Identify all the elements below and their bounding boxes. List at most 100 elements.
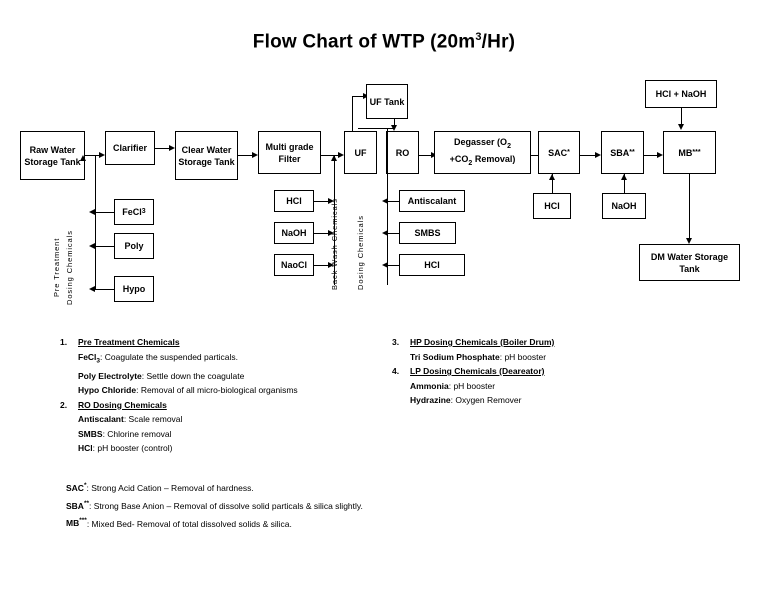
page-title-superscript: 3 xyxy=(475,31,482,43)
arrowhead-antiscalant xyxy=(382,197,388,204)
box-degasser[interactable]: Degasser (O2 +CO2 Removal) xyxy=(434,131,531,174)
pretreatment-trunk-top xyxy=(85,155,95,156)
legend-description: : pH booster xyxy=(499,351,547,362)
box-clear-water-storage-tank[interactable]: Clear Water Storage Tank xyxy=(175,131,238,180)
pre-treatment-label-line1: Pre Treatment xyxy=(52,237,61,297)
box-mb[interactable]: MB*** xyxy=(663,131,716,174)
footnote-superscript: ** xyxy=(83,499,90,507)
legend-description: : Coagulate the suspended particals. xyxy=(100,351,239,362)
box-uf-tank[interactable]: UF Tank xyxy=(366,84,408,119)
legend-item-title: Pre Treatment Chemicals xyxy=(78,337,180,347)
box-antiscalant[interactable]: Antiscalant xyxy=(399,190,465,212)
box-ro[interactable]: RO xyxy=(386,131,419,174)
mb-superscript: *** xyxy=(692,148,701,156)
legend-description: : pH booster (control) xyxy=(92,443,173,454)
connector-uftank-down xyxy=(394,119,395,128)
arrowhead-poly xyxy=(89,242,95,249)
box-clarifier[interactable]: Clarifier xyxy=(105,131,155,165)
legend-term: Antiscalant xyxy=(78,414,124,425)
legend-term: HCl xyxy=(78,443,93,454)
arrowhead-sac-hcl xyxy=(548,174,555,180)
legend-item-number: 3. xyxy=(392,337,400,347)
mb-label: MB xyxy=(678,147,693,158)
arrowhead-backwash-into-main xyxy=(330,155,337,161)
connector-sba-naoh xyxy=(624,174,625,193)
box-multi-grade-filter[interactable]: Multi grade Filter xyxy=(258,131,321,174)
arrowhead-backwash-naoh xyxy=(328,229,334,236)
legend-line: FeCl3: Coagulate the suspended particals… xyxy=(78,350,388,369)
degasser-line-2: +CO2 Removal) xyxy=(449,153,516,167)
arrowhead-clear-water-to-filter xyxy=(252,151,258,158)
arrowhead-filter-to-uf xyxy=(338,151,344,158)
box-backwash-hcl[interactable]: HCl xyxy=(274,190,314,212)
backwash-trunk xyxy=(334,155,335,285)
box-raw-water-storage-tank[interactable]: Raw Water Storage Tank xyxy=(20,131,85,180)
box-poly[interactable]: Poly xyxy=(114,233,154,259)
connector-clarifier-to-clear-water xyxy=(155,148,169,149)
arrowhead-uftank-to-ro xyxy=(390,125,397,131)
connector-smbs xyxy=(387,233,399,234)
pretreatment-trunk xyxy=(95,155,96,290)
ro-dosing-chemicals-label: Dosing Chemicals xyxy=(356,215,365,290)
box-sba-naoh[interactable]: NaOH xyxy=(602,193,646,219)
legend-description: : Scale removal xyxy=(123,414,183,425)
arrowhead-sba-to-mb xyxy=(657,151,663,158)
connector-ro-to-degasser xyxy=(419,155,431,156)
legend-item-heading: 4.LP Dosing Chemicals (Deareator) xyxy=(392,364,710,379)
box-dosing-hcl[interactable]: HCl xyxy=(399,254,465,276)
legend-item-heading: 1. Pre Treatment Chemicals xyxy=(60,335,388,350)
connector-backwash-naoh xyxy=(314,233,328,234)
footnote-line: SAC*: Strong Acid Cation – Removal of ha… xyxy=(66,478,363,496)
footnote-description: : Mixed Bed- Removal of total dissolved … xyxy=(86,518,292,529)
footnote-term: SAC* xyxy=(66,482,87,493)
connector-poly xyxy=(95,246,114,247)
box-sba[interactable]: SBA** xyxy=(601,131,644,174)
box-smbs[interactable]: SMBS xyxy=(399,222,456,244)
box-backwash-naoh[interactable]: NaOH xyxy=(274,222,314,244)
connector-sac-to-sba xyxy=(580,155,595,156)
legend-description: : Settle down the coagulate xyxy=(141,370,245,381)
legend-item-heading: 3.HP Dosing Chemicals (Boiler Drum) xyxy=(392,335,710,350)
legend-item-number: 1. xyxy=(60,337,68,347)
legend-description: : Oxygen Remover xyxy=(450,395,522,405)
connector-sac-hcl xyxy=(552,174,553,193)
arrowhead-hypo xyxy=(89,285,95,292)
legend-line: HCl: pH booster (control) xyxy=(78,441,388,456)
box-sac-hcl[interactable]: HCl xyxy=(533,193,571,219)
footnote-description: : Strong Acid Cation – Removal of hardne… xyxy=(86,482,254,493)
box-backwash-naocl[interactable]: NaoCl xyxy=(274,254,314,276)
legend-line: Hydrazine: Oxygen Remover xyxy=(410,393,710,408)
legend-term-subscript: 3 xyxy=(96,357,101,365)
connector-antiscalant xyxy=(387,201,399,202)
legend-item-number: 2. xyxy=(60,399,68,410)
footnote-superscript: *** xyxy=(79,517,87,525)
footnote-line: SBA**: Strong Base Anion – Removal of di… xyxy=(66,496,363,514)
footnote-line: MB***: Mixed Bed- Removal of total disso… xyxy=(66,514,363,532)
legend-description: : Chlorine removal xyxy=(102,428,172,439)
legend-term: Hydrazine xyxy=(410,395,451,405)
page-title: Flow Chart of WTP (20m3/Hr) xyxy=(0,31,768,53)
legend-line: SMBS: Chlorine removal xyxy=(78,427,388,442)
legend-line: Antiscalant: Scale removal xyxy=(78,412,388,427)
connector-hclnaoh-to-mb xyxy=(681,108,682,125)
connector-uf-to-uftank xyxy=(352,96,363,97)
sba-label: SBA xyxy=(610,147,630,158)
box-hcl-plus-naoh[interactable]: HCl + NaOH xyxy=(645,80,717,108)
connector-uftank-to-ro xyxy=(358,128,394,129)
arrowhead-hclnaoh-to-mb xyxy=(677,124,684,130)
connector-backwash-naocl xyxy=(314,265,328,266)
sba-superscript: ** xyxy=(629,148,635,156)
box-hypo[interactable]: Hypo xyxy=(114,276,154,302)
connector-hypo xyxy=(95,289,114,290)
arrowhead-raw-to-clarifier xyxy=(99,151,105,158)
legend-term: Poly Electrolyte xyxy=(78,370,142,381)
footnote-term: SBA** xyxy=(66,499,90,511)
box-uf[interactable]: UF xyxy=(344,131,377,174)
legend-term: Tri Sodium Phosphate xyxy=(410,351,500,362)
connector-degasser-to-sac xyxy=(531,155,544,156)
box-sac[interactable]: SAC* xyxy=(538,131,580,174)
arrowhead-fecl3 xyxy=(89,208,95,215)
box-dm-water-storage-tank[interactable]: DM Water Storage Tank xyxy=(639,244,740,281)
